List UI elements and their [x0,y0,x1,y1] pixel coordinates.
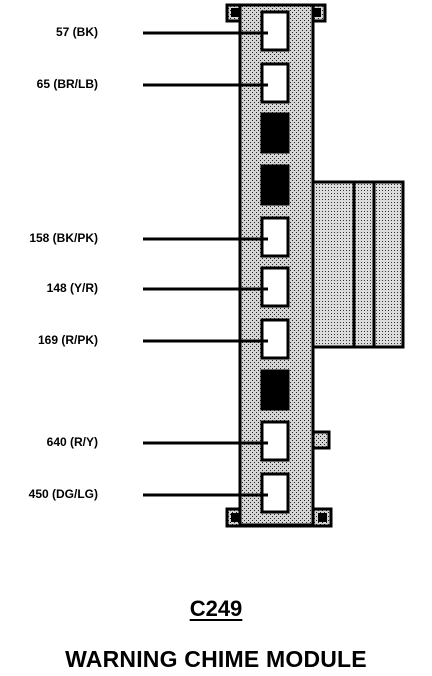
pin-cavity [260,472,290,514]
wire-label: 65 (BR/LB) [36,77,98,91]
pin-cavity [260,62,290,104]
side-tab [311,430,331,450]
blocked-cavity [260,112,290,154]
wire-leads [143,31,268,497]
pin-cavity [260,216,290,258]
wire-label: 450 (DG/LG) [28,487,98,501]
wire-label: 169 (R/PK) [37,333,98,347]
pin-cavity [260,318,290,360]
wire-label: 158 (BK/PK) [29,231,98,245]
pin-cavity [260,10,290,52]
wire-label: 148 (Y/R) [46,281,98,295]
pin-cavities [260,10,290,514]
blocked-cavity [260,369,290,411]
wire-label: 640 (R/Y) [46,435,98,449]
wire-label: 57 (BK) [55,25,98,39]
connector-id: C249 [189,596,243,621]
pin-cavity [260,420,290,462]
blocked-cavity [260,164,290,206]
side-latch [311,180,405,349]
pin-cavity [260,266,290,308]
component-name: WARNING CHIME MODULE [65,646,367,672]
